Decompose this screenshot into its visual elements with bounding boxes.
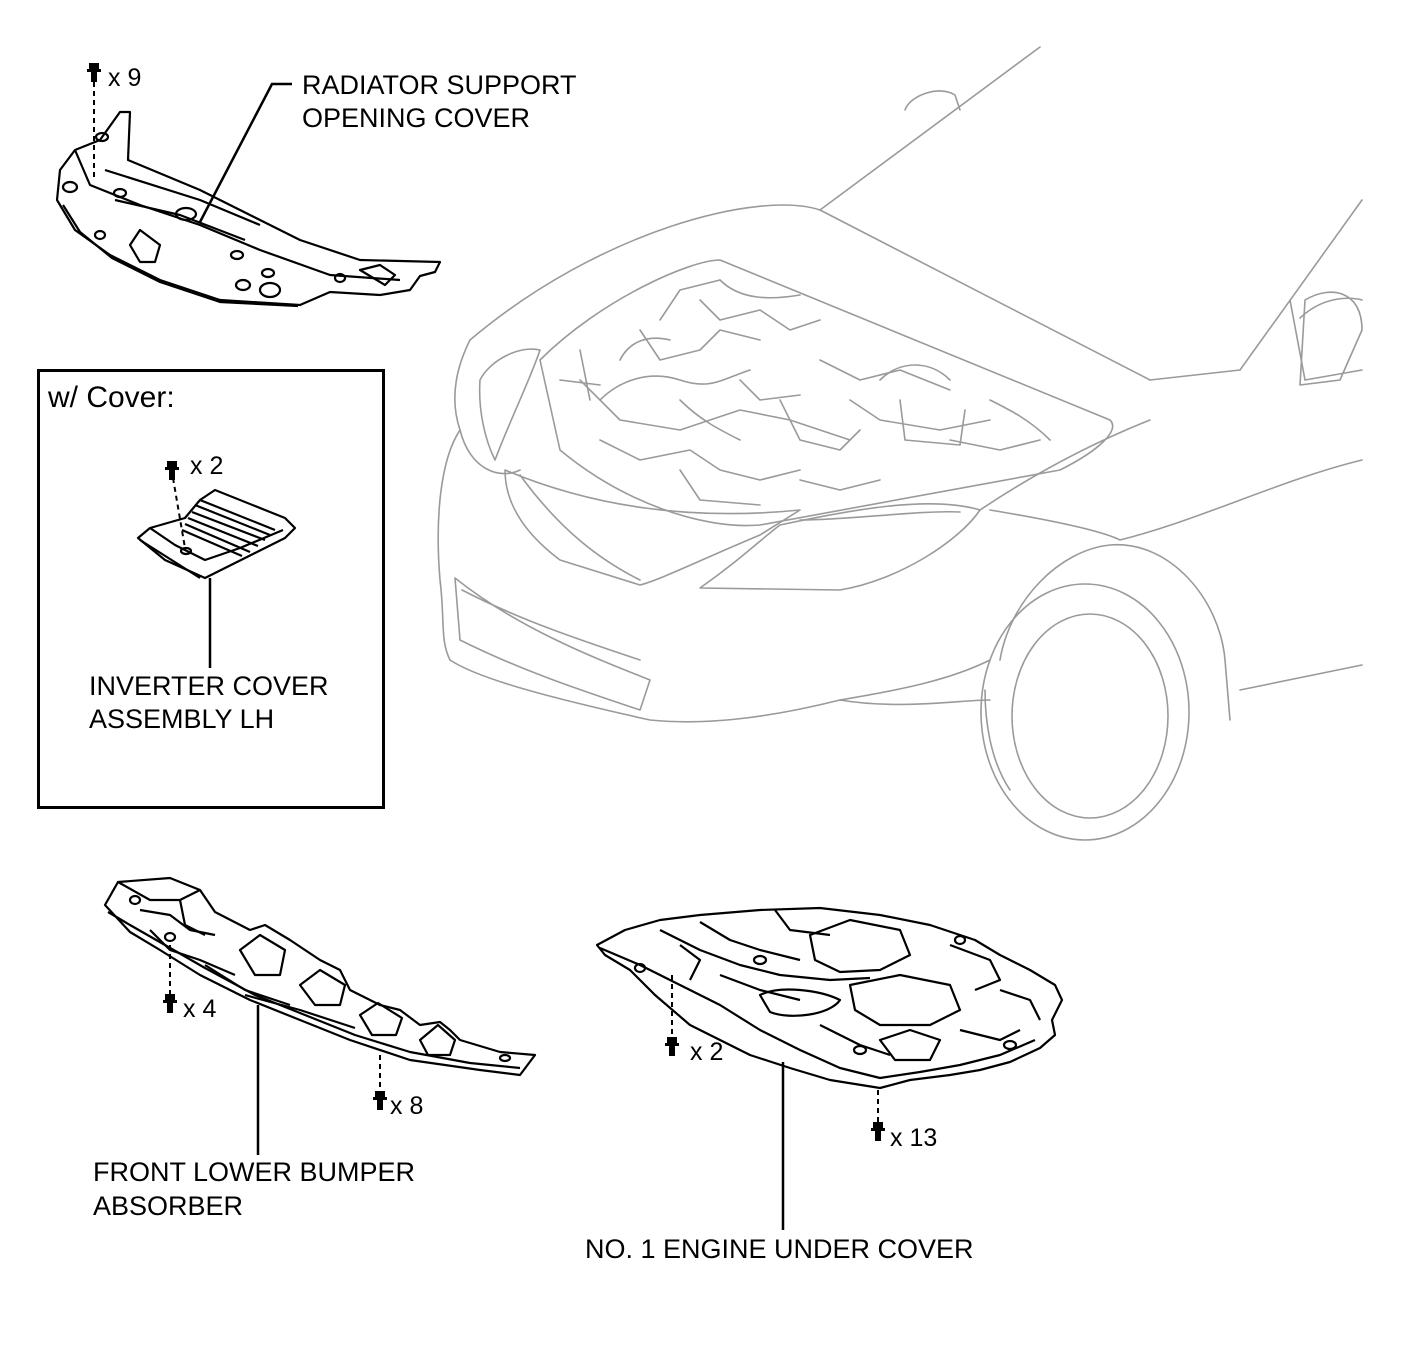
with-cover-inset-frame [37, 369, 385, 809]
radiator-cover-label-line1: RADIATOR SUPPORT [302, 70, 577, 100]
bumper-absorber-right-fastener-qty: x 8 [390, 1092, 424, 1120]
radiator-cover-clip-icon [87, 63, 101, 82]
bumper-absorber-left-fastener-qty: x 4 [183, 995, 217, 1023]
inverter-cover-label-line1: INVERTER COVER [89, 671, 329, 701]
bumper-absorber-left-screw-icon [163, 994, 177, 1013]
radiator-cover-leader-line [198, 82, 292, 223]
inverter-cover-assembly-part [136, 488, 297, 580]
bumper-absorber-right-screw-icon [373, 1091, 387, 1110]
engine-under-cover-right-screw-icon [871, 1122, 885, 1141]
front-lower-bumper-absorber-part [103, 876, 537, 1077]
engine-under-cover-right-fastener-qty: x 13 [890, 1124, 938, 1152]
engine-under-cover-left-fastener-qty: x 2 [690, 1038, 724, 1066]
engine-under-cover-label: NO. 1 ENGINE UNDER COVER [585, 1234, 974, 1264]
radiator-cover-label-line2: OPENING COVER [302, 103, 531, 133]
vehicle-front-illustration [437, 46, 1363, 841]
inset-title: w/ Cover: [48, 381, 175, 414]
bumper-absorber-label-line1: FRONT LOWER BUMPER [93, 1157, 416, 1187]
engine-under-cover-part [595, 906, 1064, 1090]
engine-under-cover-left-screw-icon [665, 1037, 679, 1056]
bumper-absorber-label-line2: ABSORBER [93, 1191, 244, 1221]
radiator-support-opening-cover-part [55, 110, 442, 308]
radiator-cover-fastener-qty: x 9 [108, 64, 142, 92]
inverter-cover-label-line2: ASSEMBLY LH [89, 704, 275, 734]
inverter-cover-fastener-qty: x 2 [190, 452, 224, 480]
